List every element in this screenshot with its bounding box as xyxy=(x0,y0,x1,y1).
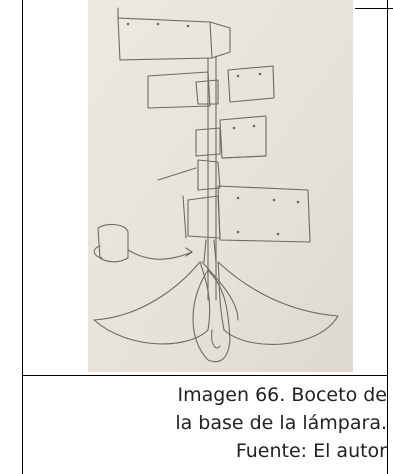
figure-caption-cell xyxy=(22,376,388,474)
caption-line-3: Fuente: El autor xyxy=(235,440,387,462)
caption-line-1: Imagen 66. Boceto de xyxy=(177,384,387,406)
table-top-rule xyxy=(355,8,393,9)
table-row-divider xyxy=(22,375,388,376)
caption-line-2: la base de la lámpara. xyxy=(175,412,387,434)
figure-image-cell xyxy=(22,0,388,375)
figure-caption: Imagen 66. Boceto de la base de la lámpa… xyxy=(103,381,387,465)
lamp-base-sketch-photo xyxy=(88,0,353,372)
